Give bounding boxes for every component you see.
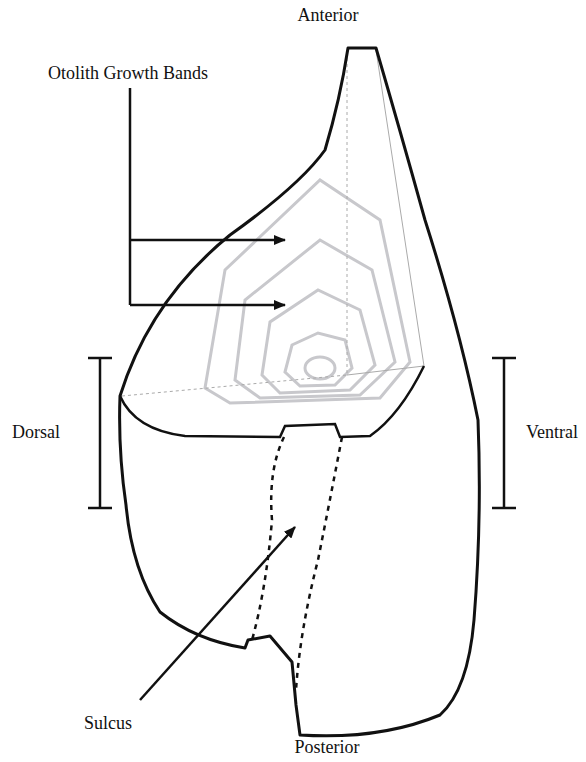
sulcus-outline bbox=[252, 437, 342, 690]
growth-bands bbox=[205, 180, 410, 403]
callout-label: Sulcus bbox=[84, 714, 132, 734]
direction-label: Ventral bbox=[526, 423, 578, 443]
direction-label: Dorsal bbox=[12, 423, 60, 443]
cut-edge bbox=[120, 366, 424, 437]
cut-guides bbox=[122, 52, 347, 396]
otolith-outline bbox=[120, 48, 480, 736]
cut-edge bbox=[376, 50, 424, 366]
direction-label: Posterior bbox=[295, 738, 360, 758]
leader-arrow bbox=[130, 88, 295, 700]
callout-label: Otolith Growth Bands bbox=[48, 64, 208, 84]
bracket bbox=[88, 358, 516, 508]
cut-guide bbox=[347, 366, 424, 375]
direction-label: Anterior bbox=[298, 6, 359, 26]
